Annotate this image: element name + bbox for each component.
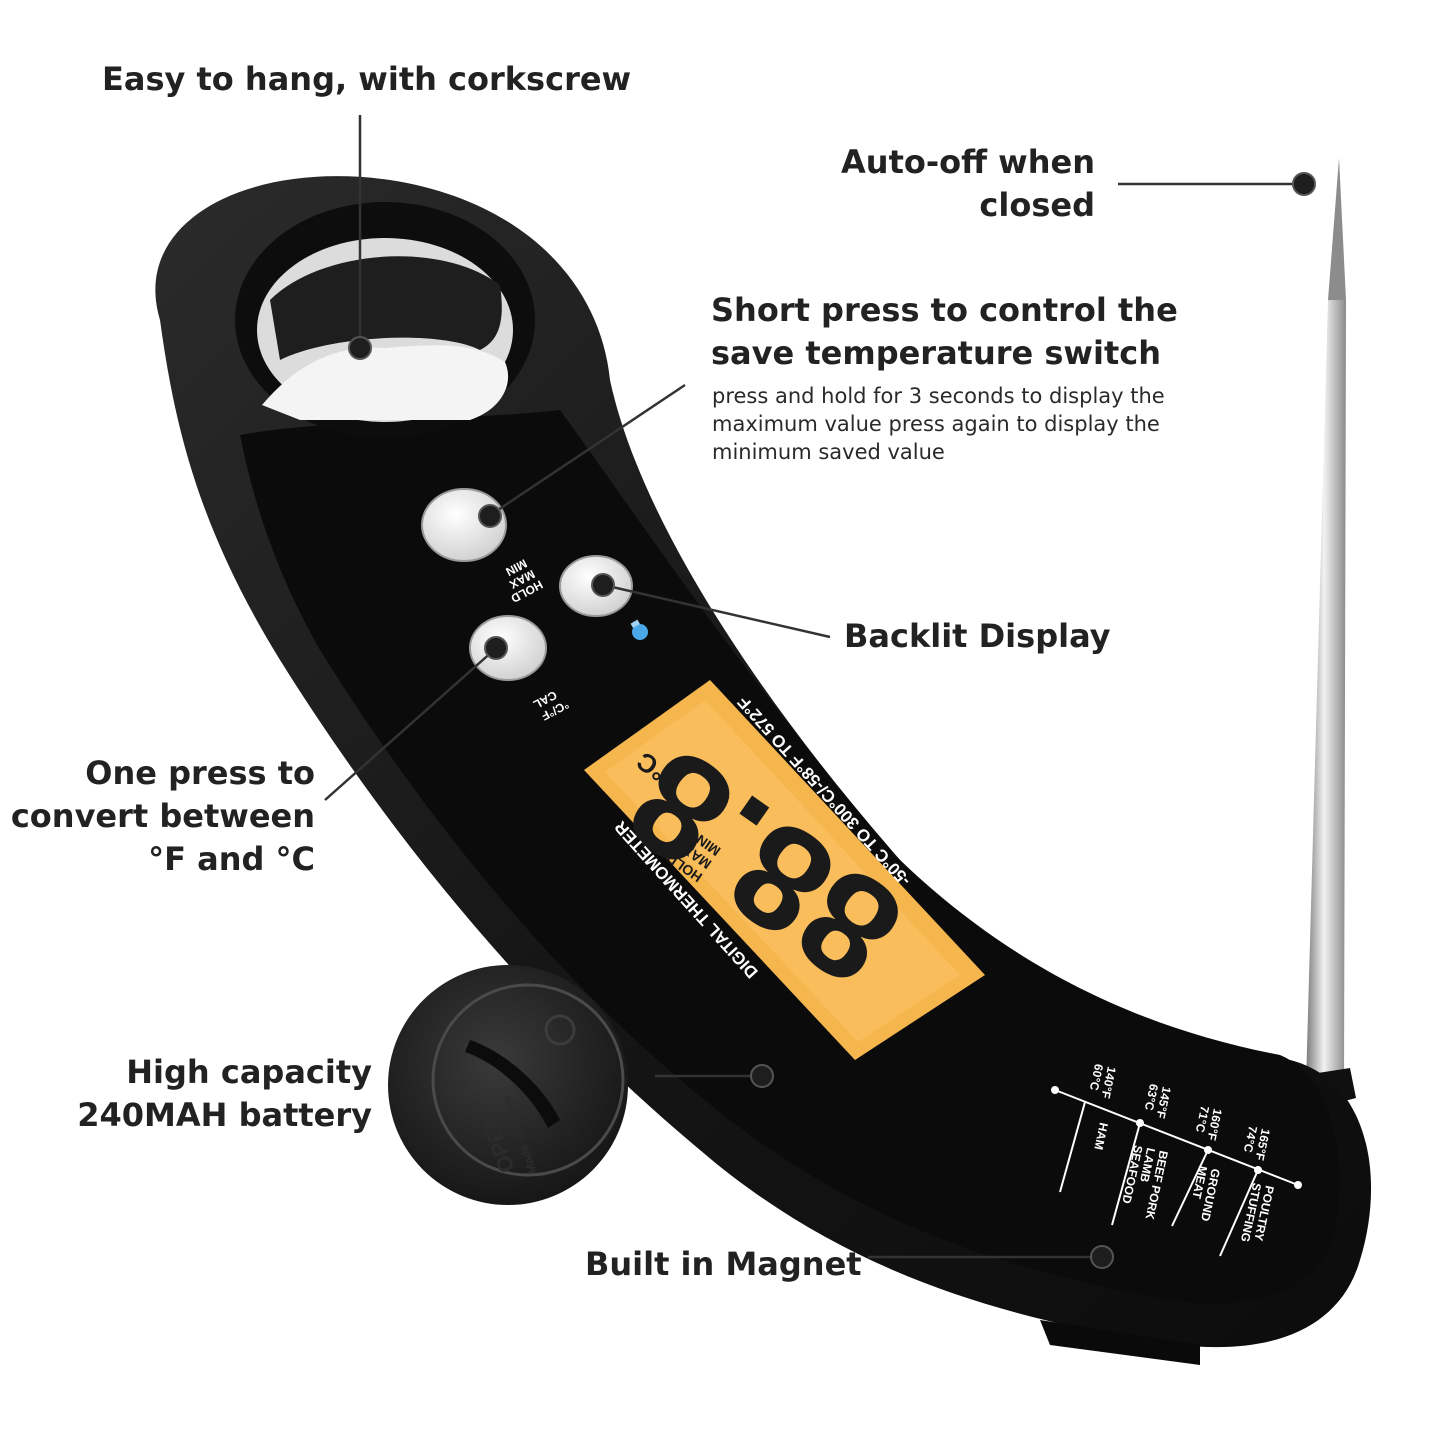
callout-short-press: Short press to control the save temperat… — [711, 289, 1178, 375]
callout-backlit: Backlit Display — [844, 617, 1111, 655]
leader-lines — [324, 115, 1300, 1259]
svg-text:74°C: 74°C — [1241, 1125, 1260, 1154]
dot-hold-button — [478, 504, 502, 528]
callout-magnet: Built in Magnet — [585, 1245, 862, 1283]
dot-corkscrew — [348, 336, 372, 360]
detail-line2: maximum value press again to display the — [712, 412, 1160, 436]
callout-battery-line2: 240MAH battery — [77, 1096, 372, 1134]
svg-text:MEAT: MEAT — [1189, 1165, 1210, 1201]
dot-battery — [750, 1064, 774, 1088]
callout-convert-line3: °F and °C — [148, 840, 315, 878]
battery-cover-inset: OPEN Made in China — [388, 965, 628, 1205]
dot-backlight-button — [591, 573, 615, 597]
bulb-icon — [630, 619, 648, 640]
dot-auto-off — [1292, 172, 1316, 196]
svg-text:71°C: 71°C — [1193, 1105, 1212, 1134]
callout-battery-line1: High capacity — [126, 1053, 372, 1091]
hanging-hole — [235, 202, 535, 438]
guide-poultry-temp: 165°F 74°C — [1241, 1125, 1273, 1162]
callout-short-press-line2: save temperature switch — [711, 334, 1161, 372]
detail-line3: minimum saved value — [712, 440, 945, 464]
dot-unit-button — [484, 636, 508, 660]
detail-line1: press and hold for 3 seconds to display … — [712, 384, 1165, 408]
guide-ham-food: HAM — [1091, 1121, 1110, 1151]
svg-text:140°F: 140°F — [1098, 1065, 1118, 1099]
unlock-icon — [544, 1014, 576, 1046]
callout-convert-line1: One press to — [85, 754, 315, 792]
svg-text:145°F: 145°F — [1153, 1085, 1173, 1119]
guide-ham-temp: 140°F 60°C — [1087, 1063, 1119, 1100]
dot-magnet — [1090, 1245, 1114, 1269]
callout-auto-off-line2: closed — [979, 186, 1095, 224]
callout-hang: Easy to hang, with corkscrew — [102, 60, 632, 98]
guide-beef-temp: 145°F 63°C — [1142, 1083, 1174, 1120]
leader-dots — [348, 172, 1316, 1269]
callout-auto-off-line1: Auto-off when — [841, 143, 1095, 181]
svg-text:63°C: 63°C — [1142, 1083, 1161, 1112]
probe — [1305, 158, 1356, 1108]
guide-ground-temp: 160°F 71°C — [1193, 1105, 1225, 1142]
callout-short-press-line1: Short press to control the — [711, 291, 1178, 329]
callout-auto-off: Auto-off when closed — [800, 141, 1095, 227]
svg-text:160°F: 160°F — [1204, 1107, 1224, 1141]
callout-short-press-detail: press and hold for 3 seconds to display … — [712, 382, 1165, 466]
callout-battery: High capacity 240MAH battery — [60, 1051, 372, 1137]
svg-text:60°C: 60°C — [1087, 1063, 1106, 1092]
svg-text:165°F: 165°F — [1252, 1127, 1272, 1161]
svg-text:HAM: HAM — [1091, 1121, 1110, 1151]
callout-convert-line2: convert between — [10, 797, 315, 835]
callout-convert: One press to convert between °F and °C — [10, 752, 315, 881]
